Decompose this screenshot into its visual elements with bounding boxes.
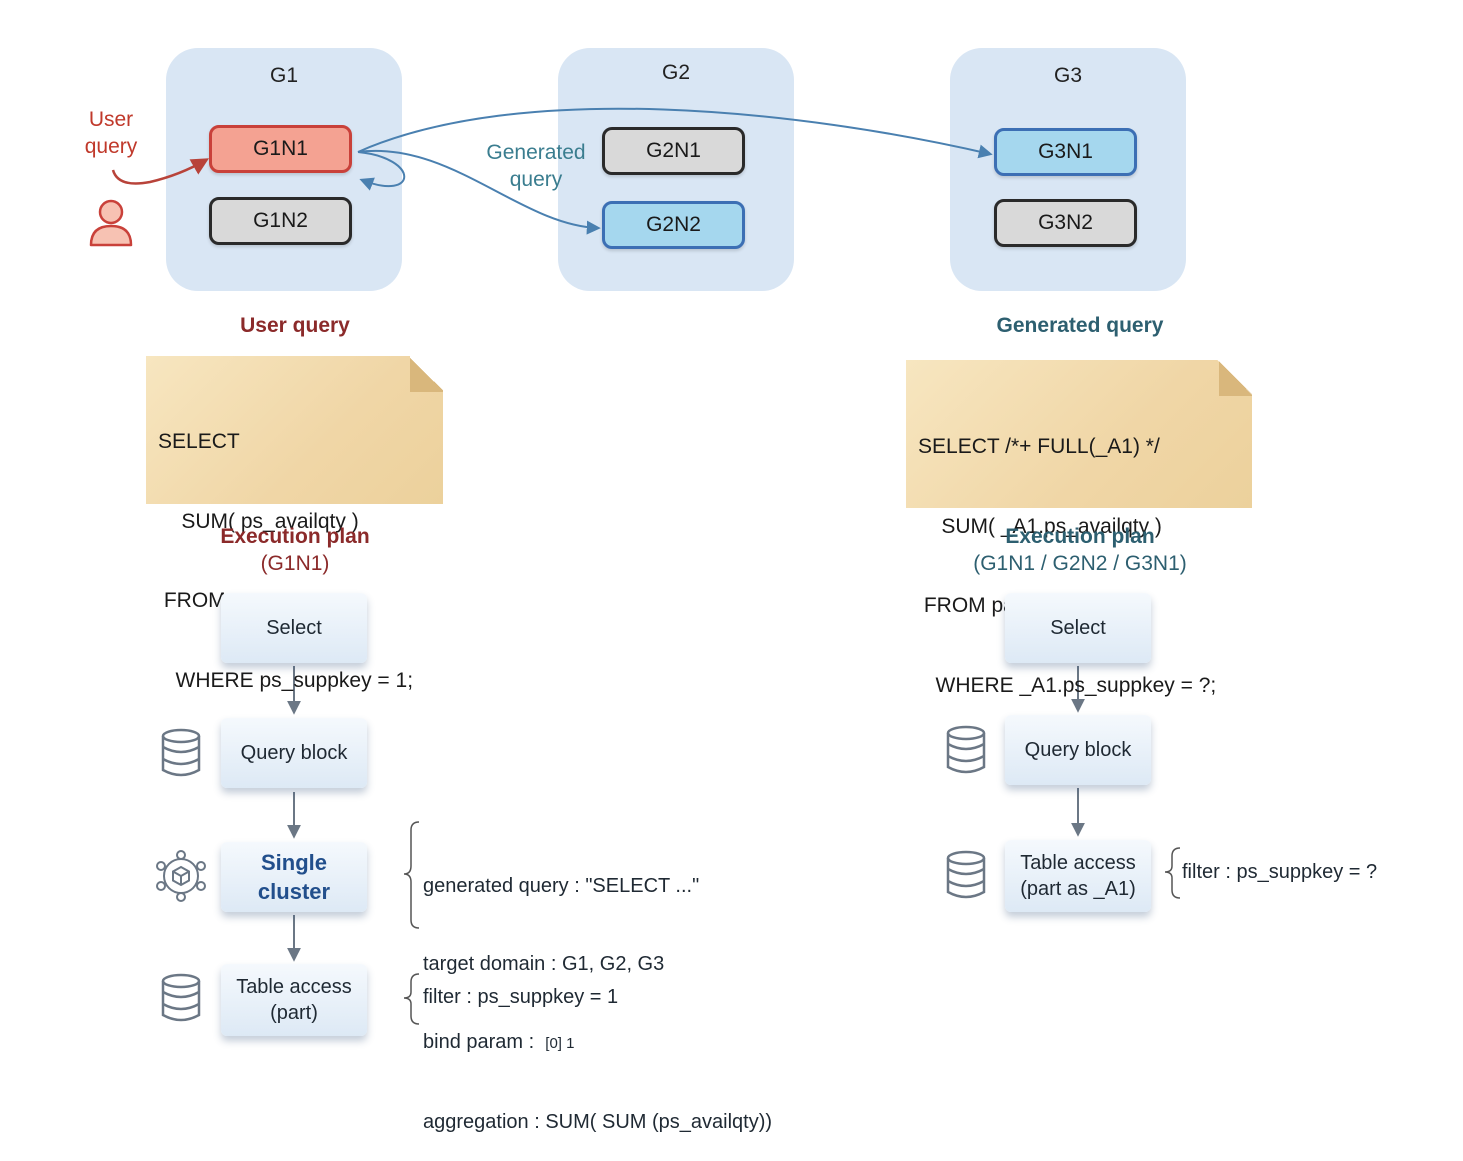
left-query-code: SELECT SUM( ps_availqty ) FROM partsupp … bbox=[158, 376, 413, 721]
cluster-icon bbox=[155, 850, 207, 902]
node-g2n2[interactable]: G2N2 bbox=[602, 201, 745, 249]
node-g3n1[interactable]: G3N1 bbox=[994, 128, 1137, 176]
arrow-g1n1-to-g3n1 bbox=[357, 107, 993, 159]
group-label: G2 bbox=[661, 61, 690, 84]
bind-param-value: [0] 1 bbox=[545, 1035, 575, 1052]
arrows-overlay bbox=[111, 107, 1181, 1025]
code-line: SELECT /*+ FULL(_A1) */ bbox=[918, 435, 1160, 458]
generated-label-line1: Generated bbox=[486, 141, 586, 164]
right-plan-heading: Execution plan bbox=[1005, 525, 1155, 548]
generated-query-arrow-label: Generated query bbox=[478, 139, 594, 193]
annotation-bind-param: bind param : [0] 1 bbox=[423, 1029, 772, 1057]
right-plan-select[interactable]: Select bbox=[1005, 593, 1151, 663]
group-label: G1 bbox=[269, 64, 298, 87]
code-line: SUM( ps_availqty ) bbox=[158, 509, 359, 533]
node-g1n2[interactable]: G1N2 bbox=[209, 197, 352, 245]
brace bbox=[1164, 847, 1181, 899]
brace bbox=[403, 973, 420, 1025]
annotation-target-domain: target domain : G1, G2, G3 bbox=[423, 953, 665, 975]
right-query-paper bbox=[906, 360, 1252, 508]
left-plan-subheading: (G1N1) bbox=[260, 552, 330, 575]
user-query-arrow bbox=[111, 158, 210, 185]
right-plan-query-block[interactable]: Query block bbox=[1005, 715, 1151, 785]
user-icon bbox=[88, 198, 134, 248]
left-plan-query-block[interactable]: Query block bbox=[221, 718, 367, 788]
database-icon bbox=[945, 850, 987, 900]
left-plan-single-cluster[interactable]: Single cluster bbox=[221, 842, 367, 912]
annotation-generated-query: generated query : "SELECT ..." bbox=[423, 875, 700, 897]
group-label: G3 bbox=[1053, 64, 1082, 87]
database-icon bbox=[160, 973, 202, 1023]
left-query-heading: User query bbox=[240, 314, 350, 337]
generated-label-line2: query bbox=[509, 168, 563, 191]
user-label-line2: query bbox=[84, 135, 138, 158]
arrow-g1n1-self-loop bbox=[357, 151, 406, 191]
code-line: WHERE _A1.ps_suppkey = ?; bbox=[918, 673, 1217, 697]
right-query-heading: Generated query bbox=[996, 314, 1164, 337]
left-query-paper bbox=[146, 356, 443, 504]
database-icon bbox=[945, 725, 987, 775]
right-plan-subheading: (G1N1 / G2N2 / G3N1) bbox=[973, 552, 1187, 575]
left-plan-select[interactable]: Select bbox=[221, 593, 367, 663]
left-plan-heading: Execution plan bbox=[220, 525, 370, 548]
node-g1n1[interactable]: G1N1 bbox=[209, 125, 352, 173]
left-table-filter: filter : ps_suppkey = 1 bbox=[423, 986, 619, 1008]
arrow-g1n1-to-g2n2 bbox=[357, 149, 601, 235]
code-line: SELECT bbox=[158, 430, 240, 453]
node-g3n2[interactable]: G3N2 bbox=[994, 199, 1137, 247]
bind-param-prefix: bind param : bbox=[423, 1031, 535, 1053]
user-label-line1: User bbox=[88, 108, 134, 131]
left-plan-table-access[interactable]: Table access (part) bbox=[221, 964, 367, 1036]
paper-fold bbox=[410, 356, 443, 392]
right-plan-table-access[interactable]: Table access (part as _A1) bbox=[1005, 840, 1151, 912]
database-icon bbox=[160, 728, 202, 778]
user-query-label: User query bbox=[76, 106, 146, 160]
node-g2n1[interactable]: G2N1 bbox=[602, 127, 745, 175]
paper-fold bbox=[1219, 360, 1252, 396]
code-line: WHERE ps_suppkey = 1; bbox=[158, 668, 414, 692]
brace bbox=[403, 821, 420, 929]
code-line: SUM( _A1.ps_availqty ) bbox=[918, 514, 1162, 538]
right-table-filter: filter : ps_suppkey = ? bbox=[1182, 861, 1378, 883]
annotation-aggregation: aggregation : SUM( SUM (ps_availqty)) bbox=[423, 1111, 773, 1133]
